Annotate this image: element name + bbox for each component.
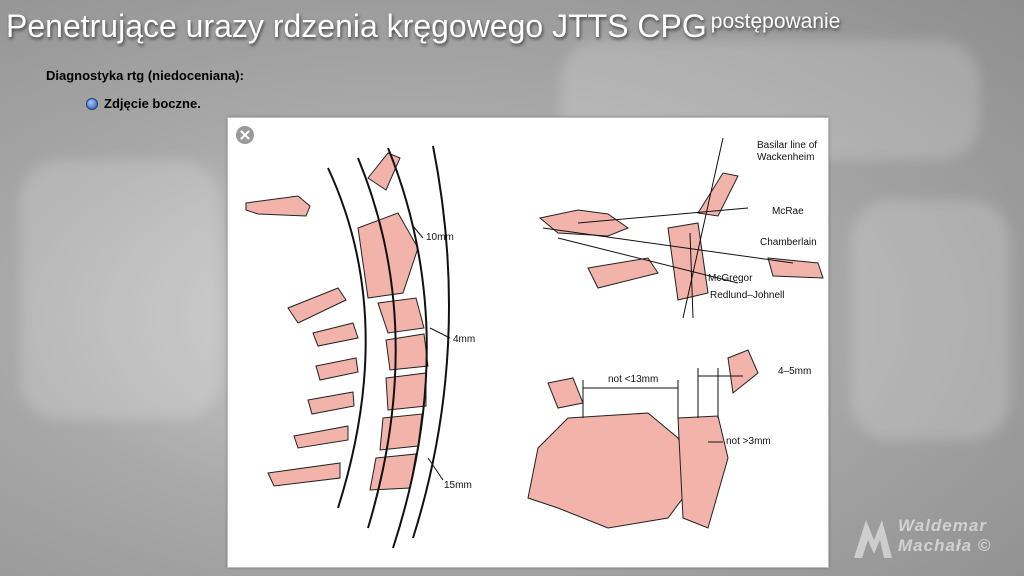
- spinolaminar-line: [357, 157, 397, 529]
- slide-title-row: Penetrujące urazy rdzenia kręgowego JTTS…: [6, 8, 840, 45]
- subheading: Diagnostyka rtg (niedoceniana):: [46, 68, 244, 83]
- lower-fragment-right: [727, 349, 759, 394]
- posterior-line: [327, 167, 367, 509]
- spinous-process: [315, 357, 359, 381]
- label-mcrae: McRae: [772, 206, 804, 217]
- label-basilar-2: Wackenheim: [757, 152, 814, 163]
- pointer-4mm: [429, 327, 451, 339]
- watermark-line2: Machała ©: [898, 536, 992, 555]
- lower-fragment-left: [547, 377, 584, 409]
- label-not3: not >3mm: [726, 436, 771, 447]
- background-shape: [850, 200, 1010, 440]
- label-chamberlain: Chamberlain: [760, 237, 817, 248]
- occiput-shape: [245, 195, 311, 217]
- bullet-item: Zdjęcie boczne.: [86, 96, 201, 111]
- skull-fragment: [367, 152, 401, 191]
- figure-panel: Basilar line of Wackenheim McRae Chamber…: [227, 117, 829, 568]
- spinous-process: [312, 322, 359, 347]
- spinous-process: [267, 462, 341, 487]
- watermark-logo-icon: [854, 520, 892, 558]
- soft-tissue-line: [412, 145, 450, 539]
- c1-c2-lower: [527, 412, 699, 529]
- pointer-15mm: [427, 457, 444, 481]
- dens-body: [667, 222, 709, 301]
- close-button[interactable]: [236, 126, 254, 144]
- redlund-line: [689, 232, 694, 319]
- vertebra-c7: [369, 453, 417, 491]
- vertebra-c5: [385, 372, 427, 411]
- vertebra-c3: [377, 297, 425, 334]
- mcgregor-line: [557, 237, 739, 284]
- mcrae-line: [577, 207, 749, 224]
- background-shape: [20, 160, 220, 420]
- bullet-icon: [86, 97, 98, 110]
- label-15mm: 15mm: [444, 480, 472, 491]
- chamberlain-line: [542, 227, 794, 264]
- occipital-condyle: [538, 209, 630, 237]
- label-basilar-1: Basilar line of: [757, 140, 817, 151]
- label-redlund: Redlund–Johnell: [710, 290, 785, 301]
- label-45mm: 4–5mm: [778, 366, 811, 377]
- spine-diagram: Basilar line of Wackenheim McRae Chamber…: [245, 137, 824, 549]
- label-4mm: 4mm: [453, 334, 475, 345]
- watermark-line1: Waldemar: [898, 516, 987, 535]
- spinous-process: [293, 425, 349, 449]
- slide-title-suffix: postępowanie: [710, 10, 841, 33]
- vertebra-c4: [385, 333, 429, 371]
- posterior-arch: [767, 257, 824, 279]
- watermark: Waldemar Machała ©: [850, 510, 1010, 566]
- c1-arch: [587, 257, 659, 289]
- label-not13: not <13mm: [608, 374, 658, 385]
- c2-body-lower: [677, 415, 729, 529]
- spinous-process: [307, 391, 355, 415]
- spinous-process: [287, 287, 347, 324]
- posterior-body-line: [387, 147, 428, 549]
- vertebra-c6: [379, 413, 423, 451]
- close-icon: [240, 130, 250, 140]
- slide-title: Penetrujące urazy rdzenia kręgowego JTTS…: [6, 8, 707, 44]
- label-mcgregor: McGregor: [708, 273, 753, 284]
- basilar-line: [682, 137, 724, 319]
- bullet-text: Zdjęcie boczne.: [104, 96, 201, 111]
- pointer-10mm: [412, 225, 424, 239]
- label-10mm: 10mm: [426, 232, 454, 243]
